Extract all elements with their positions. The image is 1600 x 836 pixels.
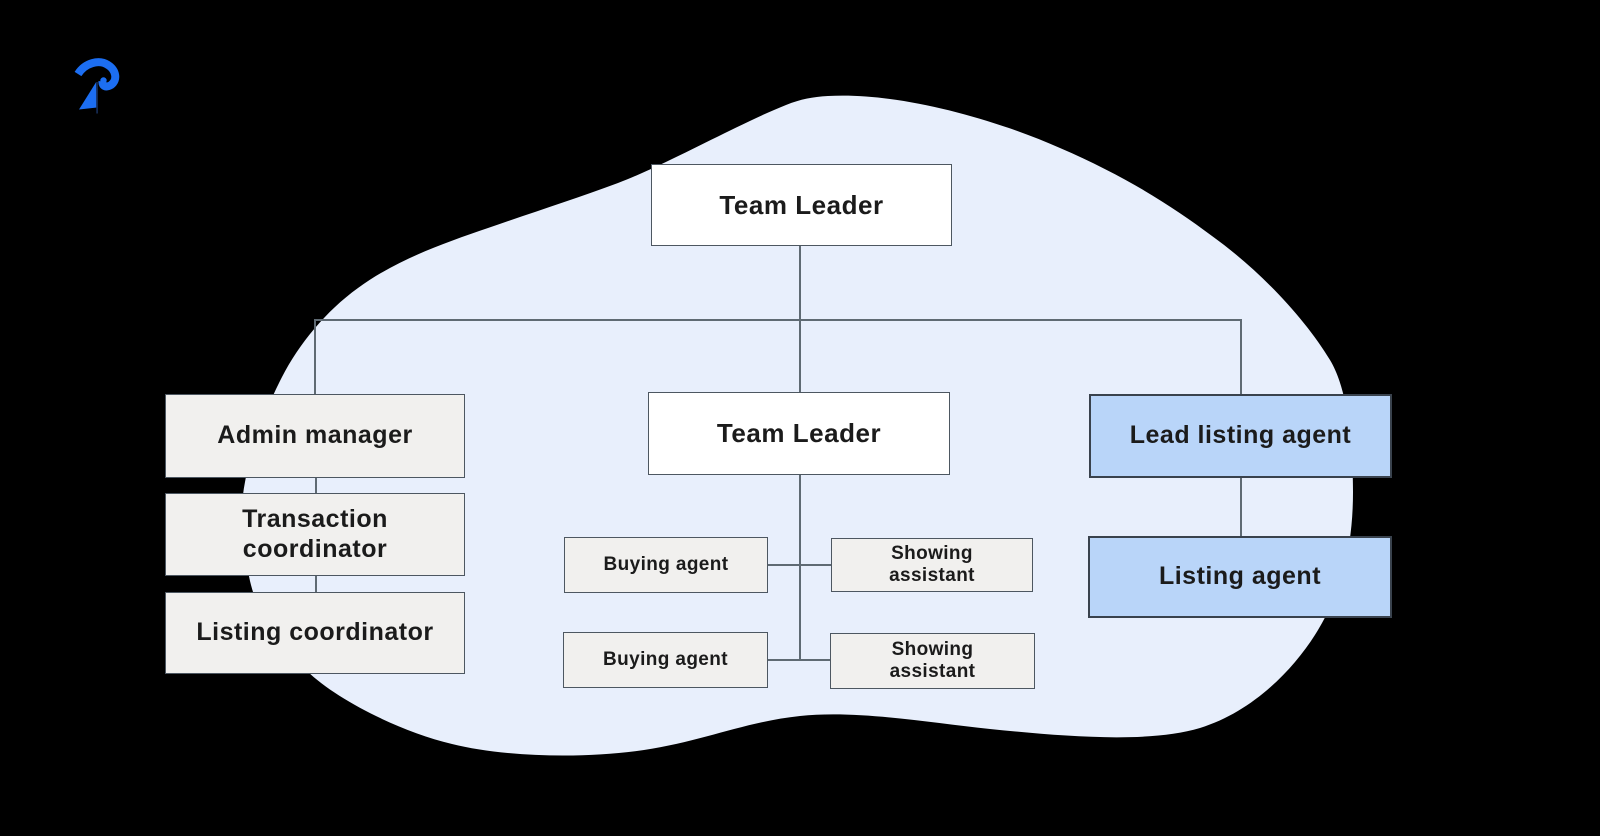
connector-admin-to-transaction <box>315 478 317 493</box>
node-transaction-coordinator: Transaction coordinator <box>165 493 465 576</box>
node-listing-agent: Listing agent <box>1088 536 1392 618</box>
node-admin-manager: Admin manager <box>165 394 465 478</box>
node-lead-listing-agent: Lead listing agent <box>1089 394 1392 478</box>
node-showing-assistant-2: Showing assistant <box>830 633 1035 689</box>
node-showing-assistant-1: Showing assistant <box>831 538 1033 592</box>
node-buying-agent-2: Buying agent <box>563 632 768 688</box>
connector-lead-to-listing-agent <box>1240 478 1242 536</box>
node-team-leader-root: Team Leader <box>651 164 952 246</box>
node-listing-coordinator: Listing coordinator <box>165 592 465 674</box>
node-team-leader-middle: Team Leader <box>648 392 950 475</box>
connector-distribution-bar <box>314 319 1242 321</box>
connector-agent-pair-1 <box>768 564 831 566</box>
brand-logo-icon <box>74 58 120 114</box>
connector-transaction-to-listing-coordinator <box>315 576 317 592</box>
connector-to-admin-manager <box>314 321 316 394</box>
node-buying-agent-1: Buying agent <box>564 537 768 593</box>
connector-agent-pair-2 <box>768 659 831 661</box>
connector-to-lead-listing <box>1240 321 1242 394</box>
connector-team-leader-to-agents <box>799 475 801 661</box>
